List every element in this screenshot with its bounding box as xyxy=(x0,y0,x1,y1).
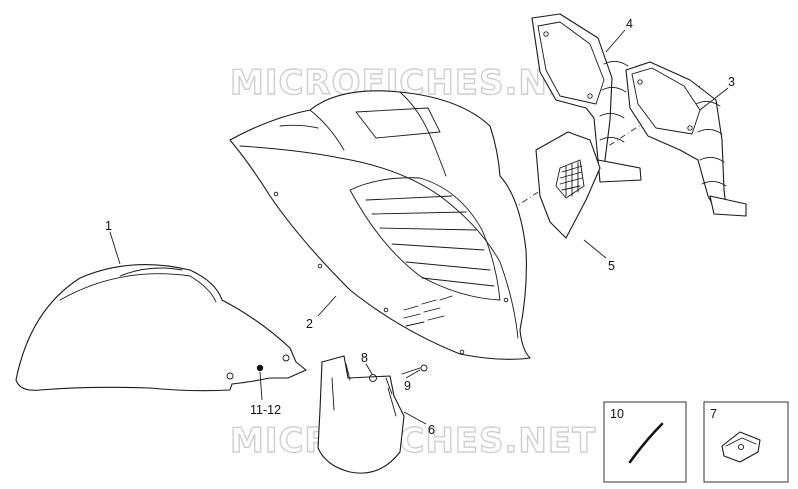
leader-9 xyxy=(405,369,421,379)
air-duct-part-3 xyxy=(625,61,747,217)
leader-1 xyxy=(109,231,121,265)
screw-part-9 xyxy=(401,364,428,375)
callout-10: 10 xyxy=(610,407,624,421)
air-duct-part-4 xyxy=(531,13,642,183)
callout-4: 4 xyxy=(626,17,633,31)
callout-5: 5 xyxy=(608,259,615,273)
callout-9: 9 xyxy=(404,379,411,393)
inset-box-part-10: 10 xyxy=(603,401,687,483)
callout-3: 3 xyxy=(728,75,735,89)
callout-8: 8 xyxy=(361,351,368,365)
clip-nut-part-7 xyxy=(721,431,761,463)
leader-2 xyxy=(317,295,337,317)
front-fairing-part-2 xyxy=(229,90,531,360)
grille-part-5 xyxy=(535,131,601,239)
callout-2: 2 xyxy=(306,317,313,331)
leader-4 xyxy=(605,29,626,53)
callout-11-12: 11-12 xyxy=(250,403,281,417)
leader-3 xyxy=(699,87,729,111)
leader-11-12 xyxy=(259,371,263,401)
front-mudguard-part-1 xyxy=(15,264,307,392)
nut-part-8 xyxy=(369,374,377,382)
callout-6: 6 xyxy=(428,423,435,437)
watermark-bottom: MICROFICHES.NET xyxy=(230,421,596,461)
leader-5 xyxy=(583,239,607,259)
leader-8 xyxy=(365,363,373,375)
inset-box-part-7: 7 xyxy=(703,401,789,483)
splash-guard-part-6 xyxy=(317,355,405,474)
leader-6 xyxy=(403,411,427,425)
callout-1: 1 xyxy=(105,219,112,233)
callout-7: 7 xyxy=(710,407,717,421)
